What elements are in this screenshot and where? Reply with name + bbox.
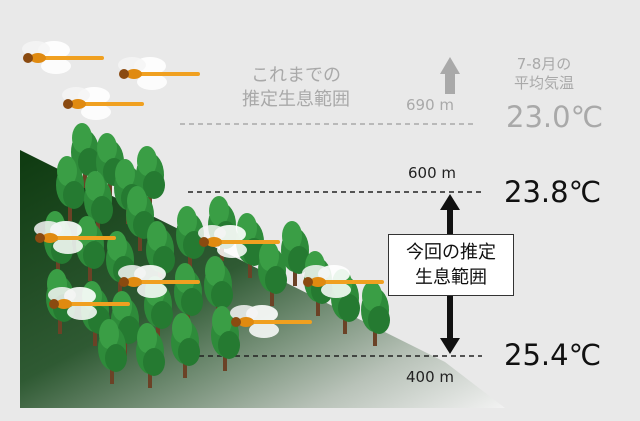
current-range-line1: 今回の推定 (406, 242, 496, 263)
previous-temp-label-line1: 7-8月の (516, 55, 572, 73)
current-range-box: 今回の推定 生息範囲 (388, 234, 514, 296)
previous-range-label: これまでの 推定生息範囲 (242, 64, 350, 112)
lower-temperature: 25.4℃ (504, 338, 602, 372)
current-range-line2: 生息範囲 (415, 267, 487, 288)
lower-altitude: 400 m (406, 368, 455, 386)
previous-range-line2: 推定生息範囲 (242, 89, 350, 110)
dragonfly-icon (22, 41, 200, 120)
previous-temp-label: 7-8月の 平均気温 (514, 55, 574, 93)
up-arrow-icon (440, 57, 460, 94)
previous-temperature: 23.0℃ (506, 100, 604, 134)
upper-temperature: 23.8℃ (504, 175, 602, 209)
previous-altitude: 690 m (406, 96, 455, 114)
previous-temp-label-line2: 平均気温 (514, 74, 575, 92)
previous-range-line1: これまでの (251, 65, 341, 86)
upper-altitude: 600 m (408, 164, 457, 182)
